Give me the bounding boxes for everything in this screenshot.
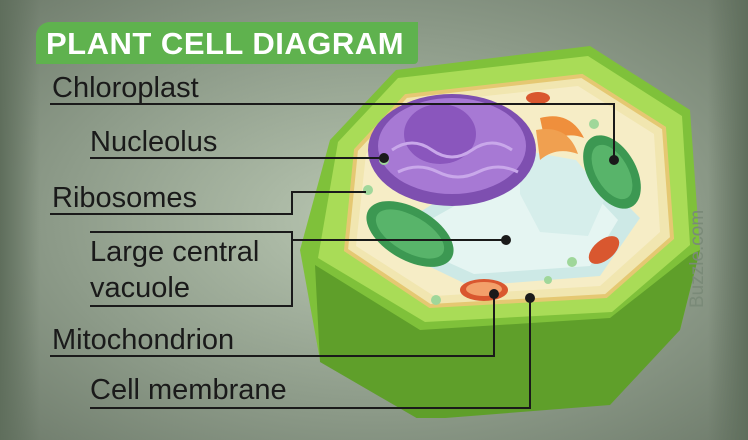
leader-ribosomes	[50, 191, 366, 215]
label-nucleolus: Nucleolus	[90, 126, 218, 158]
leader-chloroplast	[50, 103, 615, 160]
label-chloroplast: Chloroplast	[52, 72, 199, 104]
label-cell-membrane: Cell membrane	[90, 374, 287, 406]
nucleus-shape	[368, 94, 536, 206]
diagram-card: PLANT CELL DIAGRAM	[36, 22, 714, 418]
background-blur-right	[708, 0, 748, 440]
watermark: Buzzle.com	[687, 209, 708, 308]
title-bar: PLANT CELL DIAGRAM	[36, 22, 419, 64]
leader-cell-membrane	[90, 298, 531, 409]
label-ribosomes: Ribosomes	[52, 182, 198, 214]
leader-lines	[50, 103, 615, 409]
chloroplast-shapes	[366, 135, 641, 267]
golgi-shape	[536, 116, 584, 160]
leader-dots	[379, 153, 619, 303]
background-blur-left	[0, 0, 40, 440]
label-vacuole-line1: Large central	[90, 236, 260, 268]
diagram-title: PLANT CELL DIAGRAM	[46, 26, 405, 61]
label-mitochondrion: Mitochondrion	[52, 324, 235, 356]
leader-mitochondrion	[50, 294, 495, 357]
label-vacuole-line2: vacuole	[90, 272, 190, 304]
leader-vacuole	[90, 231, 293, 307]
